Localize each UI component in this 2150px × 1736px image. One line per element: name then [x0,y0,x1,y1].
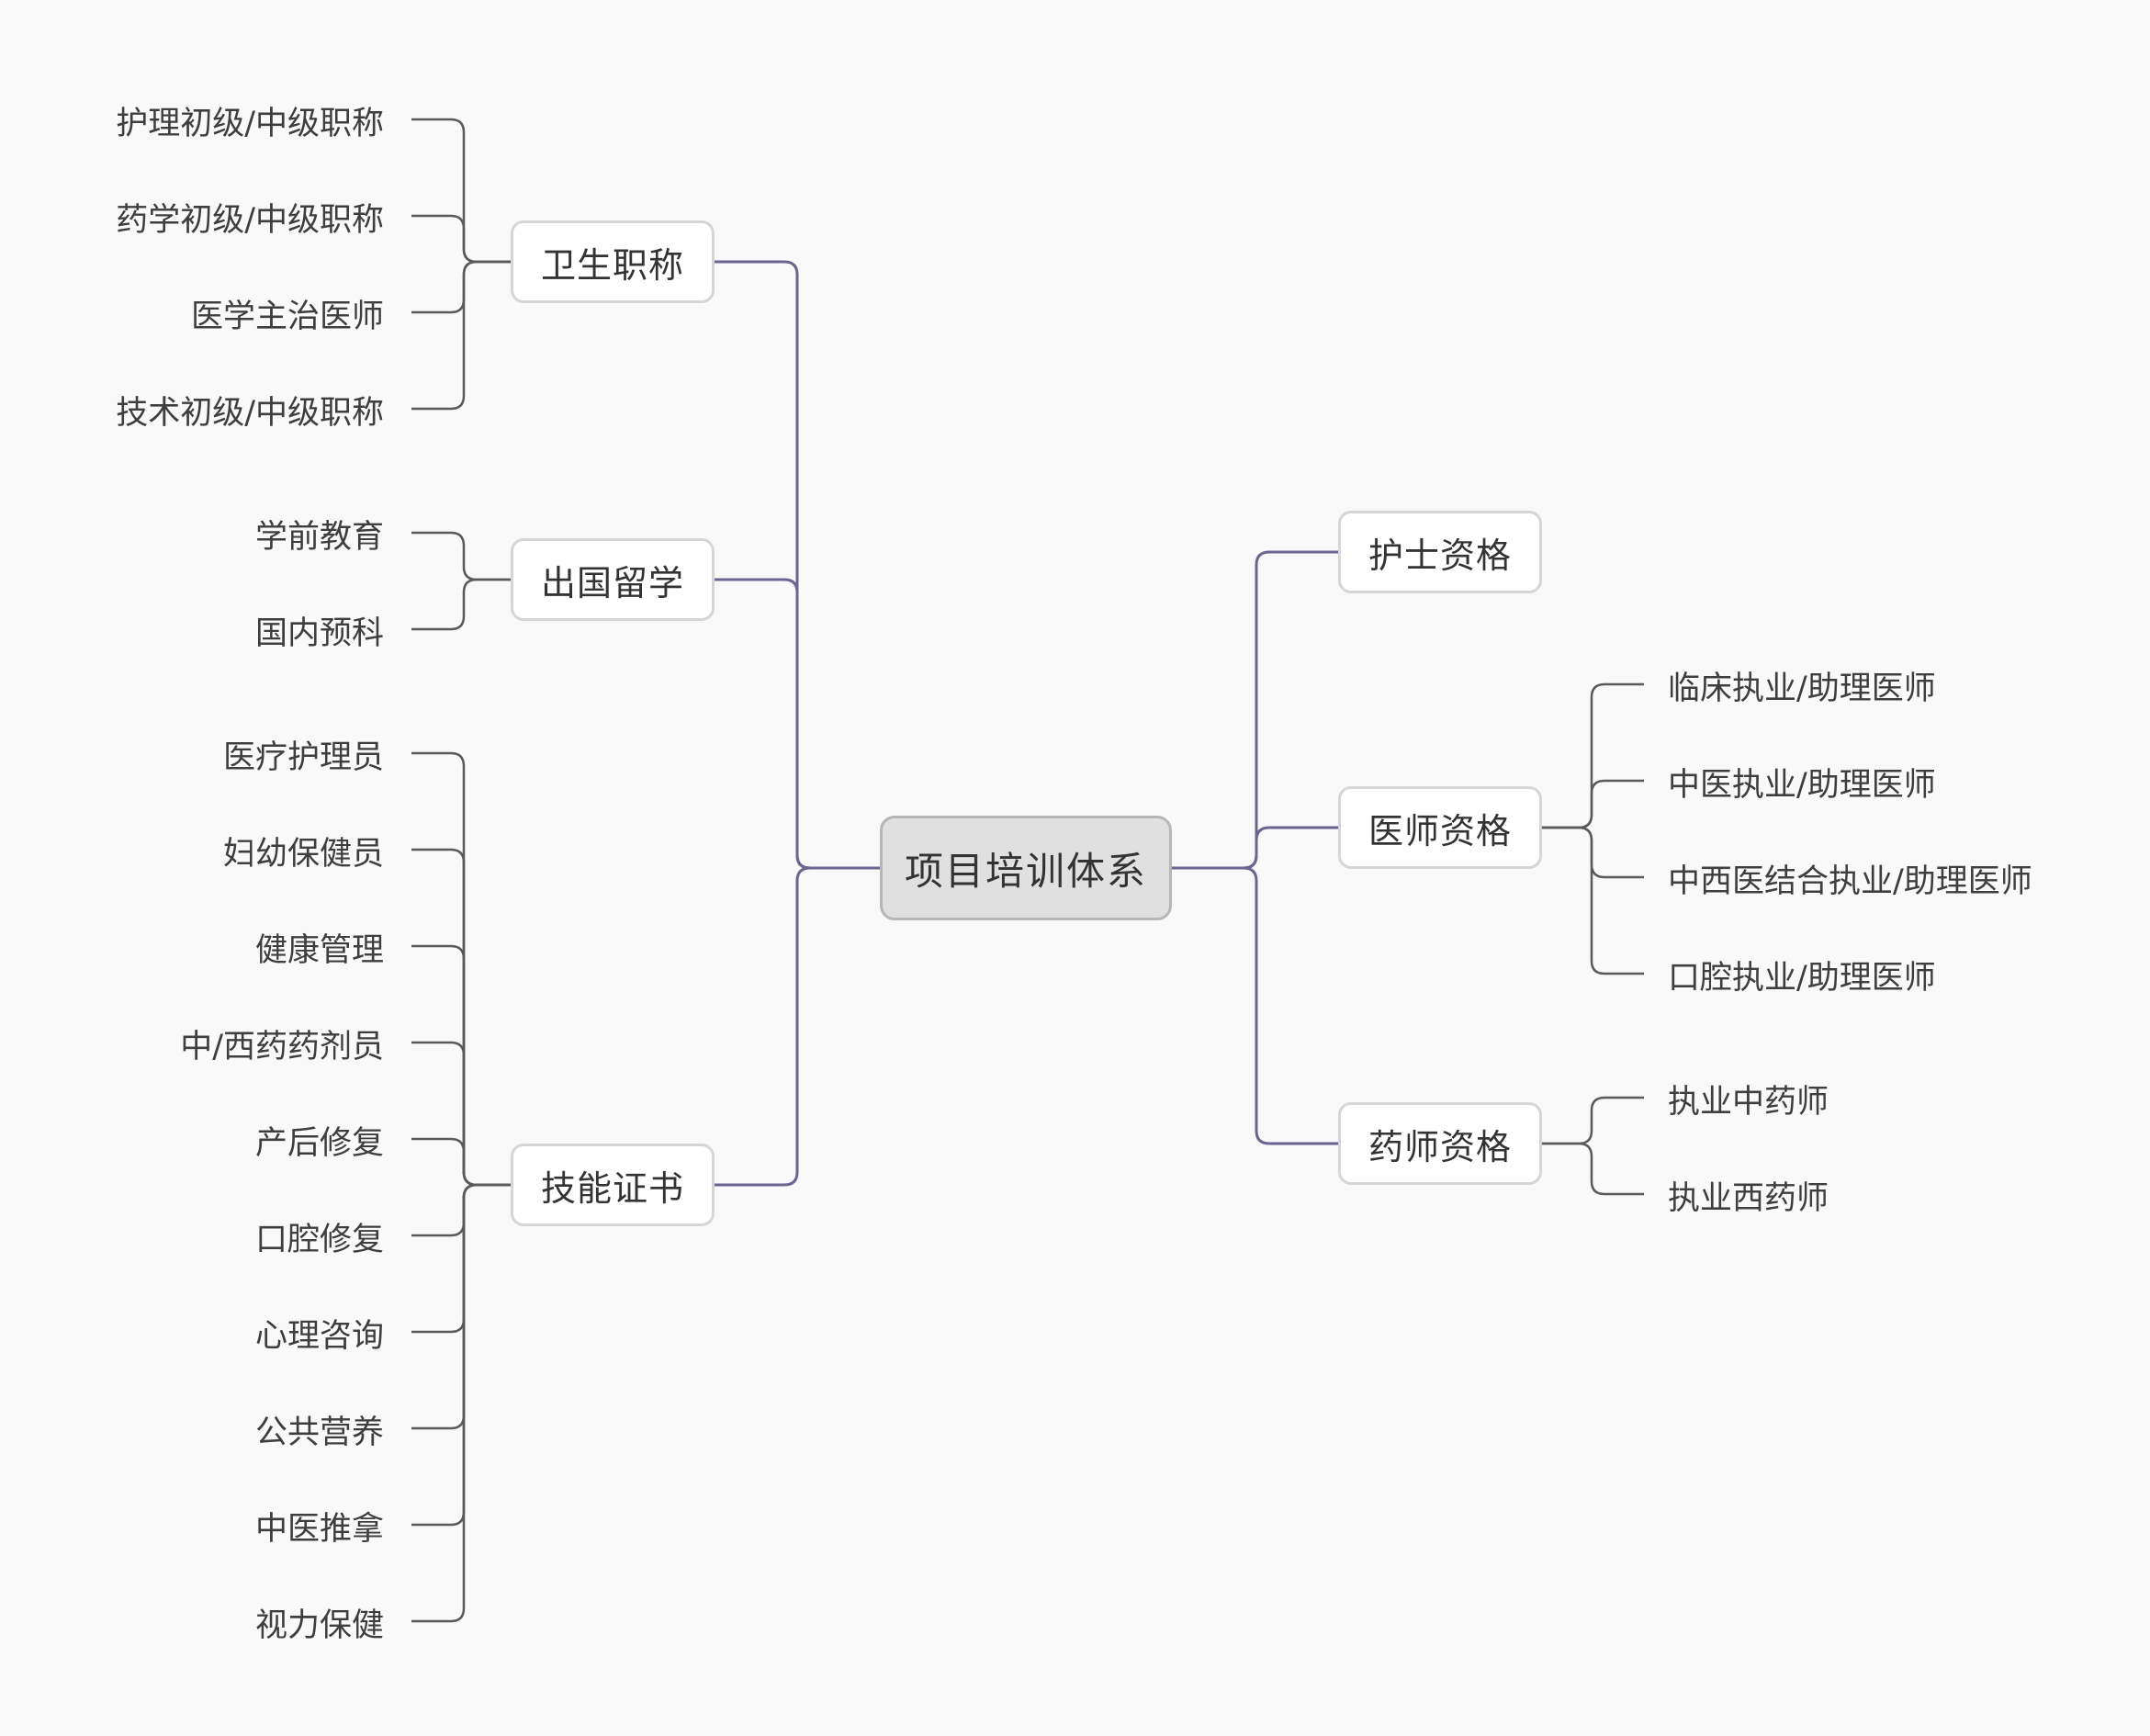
root-to-branch-connector [1172,550,1338,870]
leaf-node[interactable]: 中/西药药剂员 [180,1029,384,1065]
leaf-node[interactable]: 医疗护理员 [222,739,384,776]
branch-to-leaf-connector [411,1183,511,1237]
branch-to-leaf-connector [411,1183,511,1430]
branch-to-leaf-connector [411,1183,511,1334]
leaf-node[interactable]: 护理初级/中级职称 [116,106,384,142]
root-to-branch-connector [1172,866,1338,1145]
leaf-node[interactable]: 公共营养 [254,1415,384,1451]
branch-to-leaf-connector [411,1137,511,1187]
branch-to-leaf-connector [411,848,511,1187]
branch-to-leaf-connector [1542,826,1644,975]
root-to-branch-connector [715,866,880,1187]
branch-to-leaf-connector [411,118,511,264]
leaf-node[interactable]: 执业西药师 [1668,1180,1829,1217]
leaf-node[interactable]: 健康管理 [254,932,384,969]
branch-to-leaf-connector [411,944,511,1187]
root-to-branch-connector [715,578,880,870]
branch-to-leaf-connector [1542,826,1644,879]
leaf-node[interactable]: 妇幼保健员 [222,836,384,873]
leaf-node[interactable]: 视力保健 [254,1607,384,1644]
branch-to-leaf-connector [411,531,511,581]
branch-to-leaf-connector [1542,779,1644,829]
branch-node-pharmacist-qualification[interactable]: 药师资格 [1338,1102,1542,1185]
leaf-node[interactable]: 医学主治医师 [190,299,384,335]
leaf-node[interactable]: 国内预科 [254,615,384,652]
branch-node-study-abroad[interactable]: 出国留学 [511,538,715,621]
branch-to-leaf-connector [1542,1142,1644,1196]
branch-to-leaf-connector [411,214,511,264]
branch-node-nurse-qualification[interactable]: 护士资格 [1338,511,1542,593]
branch-node-health-title[interactable]: 卫生职称 [511,220,715,303]
branch-to-leaf-connector [411,1183,511,1623]
branch-to-leaf-connector [1542,682,1644,829]
leaf-node[interactable]: 技术初级/中级职称 [116,395,384,432]
branch-node-skill-certificate[interactable]: 技能证书 [511,1144,715,1226]
leaf-node[interactable]: 学前教育 [254,519,384,556]
leaf-node[interactable]: 中医推拿 [254,1511,384,1548]
leaf-node[interactable]: 口腔执业/助理医师 [1668,960,1936,997]
leaf-node[interactable]: 药学初级/中级职称 [116,202,384,239]
leaf-node[interactable]: 口腔修复 [254,1222,384,1258]
branch-to-leaf-connector [411,1041,511,1187]
leaf-node[interactable]: 执业中药师 [1668,1084,1829,1121]
branch-to-leaf-connector [411,751,511,1187]
branch-to-leaf-connector [411,260,511,314]
branch-to-leaf-connector [411,578,511,631]
leaf-node[interactable]: 产后修复 [254,1125,384,1162]
branch-to-leaf-connector [411,260,511,411]
root-node[interactable]: 项目培训体系 [880,816,1172,920]
leaf-node[interactable]: 中西医结合执业/助理医师 [1668,863,2032,900]
branch-node-physician-qualification[interactable]: 医师资格 [1338,786,1542,869]
leaf-node[interactable]: 中医执业/助理医师 [1668,767,1936,804]
branch-to-leaf-connector [1542,1096,1644,1145]
leaf-node[interactable]: 临床执业/助理医师 [1668,671,1936,707]
leaf-node[interactable]: 心理咨询 [254,1318,384,1355]
